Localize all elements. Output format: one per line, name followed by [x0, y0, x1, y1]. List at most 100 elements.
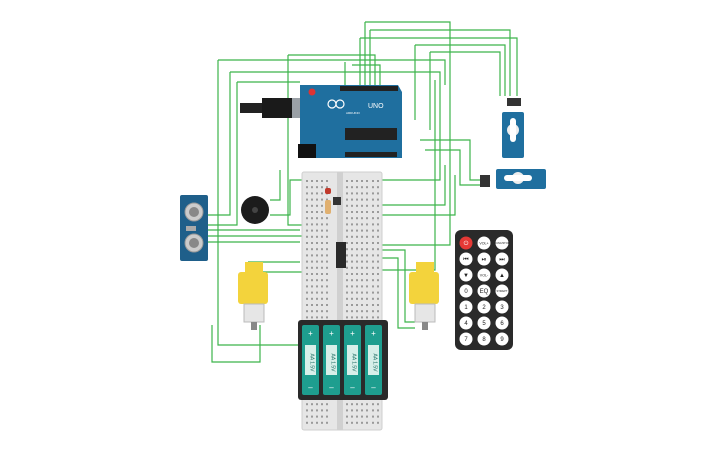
- remote-button-label: 3: [500, 305, 504, 311]
- usb-cable: [240, 103, 262, 113]
- breadboard-hole: [326, 415, 328, 418]
- breadboard-hole: [326, 242, 328, 244]
- breadboard-hole: [361, 186, 363, 189]
- breadboard-hole: [377, 304, 379, 306]
- breadboard-hole: [346, 192, 348, 195]
- breadboard-hole: [356, 310, 358, 313]
- remote-button[interactable]: VOL-: [477, 268, 491, 282]
- breadboard-hole: [361, 266, 363, 269]
- breadboard-hole: [346, 186, 348, 189]
- remote-button[interactable]: ST/REPT: [495, 284, 509, 298]
- battery-plus: +: [371, 329, 376, 338]
- breadboard-hole: [372, 180, 374, 182]
- breadboard-hole: [321, 186, 323, 189]
- breadboard-hole: [372, 229, 374, 232]
- breadboard-hole: [326, 297, 328, 300]
- breadboard-hole: [351, 266, 353, 269]
- breadboard-hole: [377, 248, 379, 251]
- piezo-buzzer: [241, 196, 269, 224]
- breadboard-hole: [311, 198, 313, 201]
- remote-button[interactable]: ⏮: [459, 252, 473, 266]
- breadboard-hole: [351, 304, 353, 306]
- breadboard-hole: [361, 285, 363, 288]
- breadboard-hole: [346, 229, 348, 232]
- breadboard-hole: [366, 235, 368, 238]
- breadboard-hole: [377, 186, 379, 189]
- breadboard-hole: [351, 217, 353, 220]
- battery-cell: +AA 1.5V–: [323, 325, 340, 395]
- breadboard-hole: [377, 285, 379, 288]
- remote-button[interactable]: EQ: [477, 284, 491, 298]
- breadboard-hole: [316, 223, 318, 226]
- wire: [365, 21, 451, 246]
- breadboard-hole: [311, 229, 313, 232]
- remote-button[interactable]: ▼: [459, 268, 473, 282]
- remote-button[interactable]: 6: [495, 316, 509, 330]
- breadboard-hole: [356, 273, 358, 275]
- remote-button[interactable]: VOL+: [477, 236, 491, 250]
- remote-button[interactable]: 3: [495, 300, 509, 314]
- remote-button[interactable]: 5: [477, 316, 491, 330]
- breadboard-hole: [311, 235, 313, 238]
- breadboard-hole: [346, 415, 348, 418]
- breadboard-hole: [377, 291, 379, 294]
- breadboard-hole: [311, 192, 313, 195]
- remote-button-label: 1: [464, 305, 468, 311]
- remote-button[interactable]: 8: [477, 332, 491, 346]
- remote-button-label: ⏻: [464, 240, 469, 247]
- breadboard-hole: [377, 421, 379, 424]
- breadboard-hole: [316, 192, 318, 195]
- breadboard-hole: [361, 204, 363, 207]
- breadboard-hole: [346, 409, 348, 412]
- breadboard-hole: [306, 260, 308, 263]
- breadboard-hole: [311, 186, 313, 189]
- breadboard-hole: [321, 229, 323, 232]
- breadboard-hole: [316, 204, 318, 207]
- breadboard-hole: [361, 229, 363, 232]
- breadboard-hole: [316, 415, 318, 418]
- breadboard-hole: [346, 316, 348, 319]
- breadboard-hole: [326, 186, 328, 189]
- remote-button[interactable]: 2: [477, 300, 491, 314]
- breadboard-hole: [306, 242, 308, 244]
- breadboard-hole: [311, 403, 313, 406]
- battery-plus: +: [350, 329, 355, 338]
- remote-button[interactable]: ⏯: [477, 252, 491, 266]
- breadboard-hole: [361, 279, 363, 282]
- breadboard-hole: [311, 279, 313, 282]
- remote-button[interactable]: ⏻: [459, 236, 473, 250]
- breadboard-hole: [372, 304, 374, 306]
- breadboard-hole: [356, 229, 358, 232]
- remote-button[interactable]: ▲: [495, 268, 509, 282]
- breadboard-hole: [356, 304, 358, 306]
- battery-cell: +AA 1.5V–: [344, 325, 361, 395]
- breadboard-hole: [377, 198, 379, 201]
- breadboard-hole: [366, 180, 368, 182]
- remote-button[interactable]: FUNC/STOP: [495, 236, 510, 250]
- breadboard-hole: [377, 242, 379, 244]
- arduino-uno: UNO ARDUINO: [240, 85, 402, 158]
- remote-button-label: VOL+: [479, 241, 488, 245]
- remote-button[interactable]: ⏭: [495, 252, 509, 266]
- breadboard-hole: [351, 248, 353, 251]
- remote-button[interactable]: 0: [459, 284, 473, 298]
- breadboard-hole: [326, 409, 328, 412]
- breadboard-hole: [351, 273, 353, 275]
- breadboard-hole: [366, 310, 368, 313]
- breadboard-hole: [326, 310, 328, 313]
- breadboard-hole: [361, 310, 363, 313]
- battery-label: AA 1.5V: [372, 353, 378, 372]
- breadboard-hole: [316, 285, 318, 288]
- breadboard-hole: [377, 254, 379, 257]
- breadboard-hole: [366, 204, 368, 207]
- remote-button[interactable]: 9: [495, 332, 509, 346]
- remote-button[interactable]: 7: [459, 332, 473, 346]
- breadboard-hole: [361, 421, 363, 424]
- remote-button[interactable]: 1: [459, 300, 473, 314]
- breadboard-hole: [372, 291, 374, 294]
- breadboard-hole: [366, 415, 368, 418]
- breadboard-hole: [321, 291, 323, 294]
- breadboard-hole: [377, 235, 379, 238]
- breadboard-hole: [366, 291, 368, 294]
- remote-button[interactable]: 4: [459, 316, 473, 330]
